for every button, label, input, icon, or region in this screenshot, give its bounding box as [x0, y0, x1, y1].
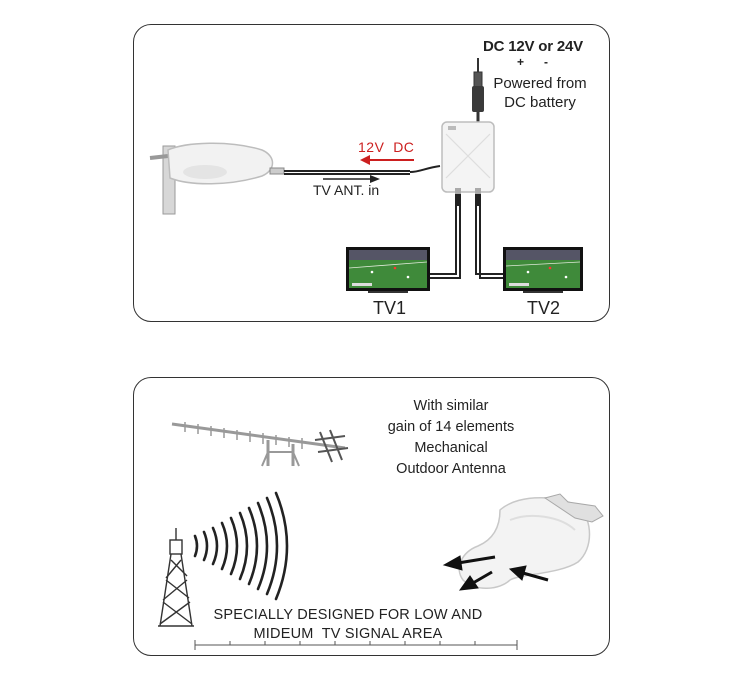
tv-cables-icon	[430, 206, 503, 279]
area-scale-line	[194, 640, 518, 650]
tv1-icon	[346, 247, 430, 293]
tv2-label: TV2	[527, 298, 561, 318]
power-supply-title: DC 12V or 24V	[483, 38, 583, 55]
antenna-signal-arrow-icon	[323, 175, 380, 183]
signal-area-caption: SPECIALLY DESIGNED FOR LOW AND MIDEUM TV…	[198, 606, 498, 644]
signal-waves-icon	[193, 491, 289, 601]
amplifier-splitter-icon	[441, 121, 495, 194]
tv1-label: TV1	[373, 298, 407, 318]
output-connectors-icon	[455, 194, 481, 206]
tv2-icon	[503, 247, 583, 293]
gain-comparison-note: With similar gain of 14 elements Mechani…	[376, 396, 526, 480]
polarity-label: + -	[517, 55, 549, 69]
designed-line-2: MIDEUM TV SIGNAL AREA	[253, 626, 443, 642]
antenna-in-label: TV ANT. in	[313, 182, 380, 198]
compact-antenna-icon	[458, 493, 604, 589]
pointer-arrows-icon	[442, 555, 549, 591]
gain-line-4: Outdoor Antenna	[396, 461, 506, 477]
dc-plug-icon	[472, 58, 484, 122]
gain-line-2: gain of 14 elements	[387, 419, 515, 435]
designed-line-1: SPECIALLY DESIGNED FOR LOW AND	[213, 607, 483, 623]
outdoor-antenna-icon	[149, 142, 285, 215]
coax-cable-icon	[284, 165, 441, 175]
gain-line-1: With similar	[413, 398, 489, 414]
powered-line-1: Powered from	[493, 75, 587, 92]
voltage-label: 12V DC	[358, 139, 415, 155]
gain-line-3: Mechanical	[414, 440, 488, 456]
yagi-antenna-icon	[171, 422, 349, 467]
dc-power-arrow-icon	[360, 155, 414, 165]
powered-line-2: DC battery	[504, 94, 576, 111]
powered-from-note: Powered from DC battery	[488, 74, 592, 112]
transmission-tower-icon	[158, 528, 194, 627]
